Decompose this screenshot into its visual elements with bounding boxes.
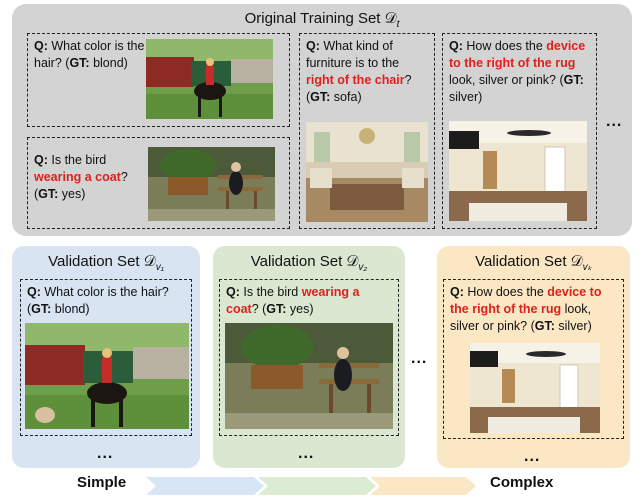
bedroom-image (449, 121, 587, 221)
validation-set-k-title: Validation Set 𝒟vₖ (475, 253, 592, 273)
bench-woman-image (148, 147, 275, 221)
horse-rider-image (25, 323, 189, 429)
between-validation-ellipsis: ... (411, 350, 428, 367)
validation-2-ellipsis: ... (298, 445, 315, 462)
validation-card-2: Q: Is the bird wearing a coat? (GT: yes) (219, 279, 399, 436)
validation-card-k: Q: How does the device to the right of t… (443, 279, 624, 439)
validation-k-ellipsis: ... (524, 448, 541, 465)
complex-label: Complex (490, 474, 554, 491)
training-card-bird: Q: Is the bird wearing a coat? (GT: yes) (27, 137, 290, 229)
training-card-hair: Q: What color is the hair? (GT: blond) (27, 33, 290, 127)
validation-set-1-title: Validation Set 𝒟v₁ (48, 253, 164, 273)
simple-label: Simple (77, 474, 127, 491)
complexity-arrow (146, 477, 476, 495)
training-card-device: Q: How does the device to the right of t… (442, 33, 597, 229)
bedroom-image (470, 343, 600, 433)
training-ellipsis: ... (606, 113, 623, 130)
horse-rider-image (146, 39, 273, 119)
bench-woman-image (225, 323, 393, 429)
validation-set-2-title: Validation Set 𝒟v₂ (250, 253, 368, 273)
training-set-title: Original Training Set 𝒟t (244, 10, 400, 30)
validation-1-ellipsis: ... (97, 445, 114, 462)
training-card-chair: Q: What kind of furniture is to the righ… (299, 33, 435, 229)
living-room-image (306, 122, 428, 222)
validation-card-1: Q: What color is the hair? (GT: blond) (20, 279, 192, 436)
